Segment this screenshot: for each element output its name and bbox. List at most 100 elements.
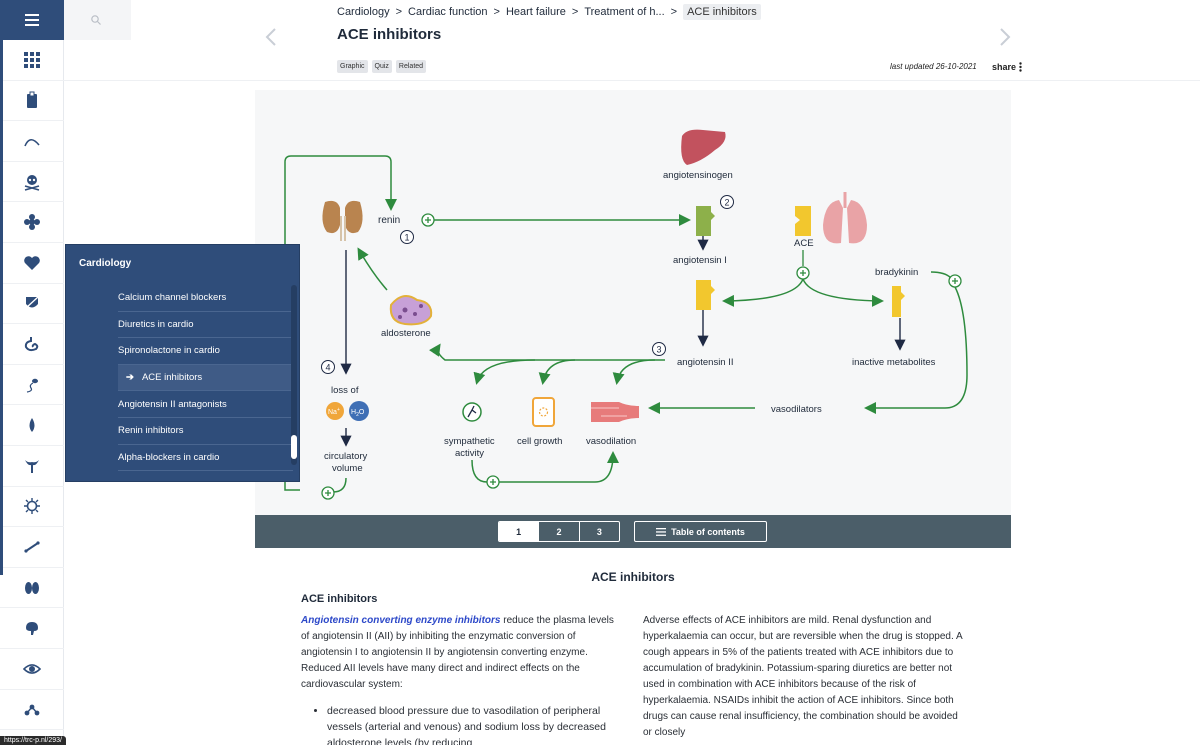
label-ace: ACE <box>794 238 814 249</box>
prev-page-icon[interactable] <box>264 28 278 46</box>
rail-item-drop[interactable] <box>0 405 64 446</box>
label-vasodilators: vasodilators <box>771 404 822 415</box>
share-label: share <box>992 62 1017 72</box>
label-aldosterone: aldosterone <box>381 328 431 339</box>
label-angiotensinogen: angiotensinogen <box>663 170 733 181</box>
breadcrumb-cardiac-function[interactable]: Cardiac function <box>408 6 488 18</box>
lungs-icon <box>823 192 867 244</box>
rail-item-clipboard[interactable] <box>0 81 64 122</box>
share-button[interactable]: share <box>992 62 1022 72</box>
breadcrumb-cardiology[interactable]: Cardiology <box>337 6 390 18</box>
curve-icon <box>24 138 40 147</box>
rail-active-accent <box>0 40 3 575</box>
water-molecule <box>349 401 369 421</box>
rail-item-kidney[interactable] <box>0 568 64 609</box>
menu-item-alpha-blockers[interactable]: Alpha-blockers in cardio <box>118 445 293 472</box>
cell-growth-icon <box>532 397 555 427</box>
angiotensin-ii-shape <box>696 280 715 310</box>
search-toggle[interactable] <box>64 0 131 40</box>
tag-related[interactable]: Related <box>395 60 427 73</box>
svg-text:Na+: Na+ <box>328 407 340 416</box>
article-column-right: Adverse effects of ACE inhibitors are mi… <box>643 615 963 738</box>
list-item: decreased blood pressure due to vasodila… <box>327 703 619 745</box>
arrow-right-icon: ➔ <box>126 372 134 384</box>
label-sympathetic: sympathetic <box>444 436 495 447</box>
intro-link[interactable]: Angiotensin converting enzyme inhibitors <box>301 615 501 626</box>
article-title: ACE inhibitors <box>591 570 675 584</box>
hamburger-icon <box>25 14 39 26</box>
next-page-icon[interactable] <box>998 28 1012 46</box>
tag-graphic[interactable]: Graphic <box>337 60 368 73</box>
tag-quiz[interactable]: Quiz <box>371 60 392 73</box>
rail-item-thyroid[interactable] <box>0 446 64 487</box>
hamburger-menu-button[interactable] <box>0 0 64 40</box>
rail-item-bone[interactable] <box>0 527 64 568</box>
status-url: https://trc-p.nl/293/ <box>0 736 66 745</box>
water-subscript: 2 <box>356 412 359 418</box>
last-updated: last updated 26-10-2021 <box>890 62 977 71</box>
rail-item-virus[interactable] <box>0 487 64 528</box>
rail-item-puzzle[interactable] <box>0 202 64 243</box>
table-of-contents-button[interactable]: Table of contents <box>634 521 767 542</box>
menu-item-ace-inhibitors[interactable]: ➔ ACE inhibitors <box>118 364 293 392</box>
breadcrumb-current: ACE inhibitors <box>683 4 761 20</box>
label-activity: activity <box>455 448 484 459</box>
menu-item-diuretics[interactable]: Diuretics in cardio <box>118 312 293 339</box>
page-button-1[interactable]: 1 <box>499 522 539 541</box>
search-icon <box>91 15 101 25</box>
menu-scrollbar-track[interactable] <box>291 285 297 465</box>
step-4-marker: 4 <box>326 363 331 373</box>
menu-item-calcium-channel-blockers[interactable]: Calcium channel blockers <box>118 285 293 312</box>
intro-text: reduce the plasma levels of angiotensin … <box>301 615 614 690</box>
skull-icon <box>24 174 40 191</box>
menu-item-spironolactone[interactable]: Spironolactone in cardio <box>118 338 293 365</box>
label-angiotensin-i: angiotensin I <box>673 255 727 266</box>
menu-item-angiotensin-ii-antagonists[interactable]: Angiotensin II antagonists <box>118 391 293 418</box>
shield-icon <box>25 296 39 309</box>
grid-icon <box>24 51 40 68</box>
page-selector: 1 2 3 <box>498 521 620 542</box>
rail-item-heart[interactable] <box>0 243 64 284</box>
label-angiotensin-ii: angiotensin II <box>677 357 734 368</box>
step-3-marker: 3 <box>657 345 662 355</box>
angiotensinogen-shape <box>696 206 715 236</box>
eye-icon <box>23 663 41 674</box>
rail-item-shield[interactable] <box>0 284 64 325</box>
rail-item-molecule[interactable] <box>0 690 64 731</box>
sodium-ion <box>326 402 344 420</box>
virus-icon <box>24 498 40 515</box>
rail-item-sperm[interactable] <box>0 365 64 406</box>
article-column-left: Angiotensin converting enzyme inhibitors… <box>301 613 619 745</box>
water-h-label: H <box>351 409 356 416</box>
kidney-icon <box>322 200 363 241</box>
page-button-2[interactable]: 2 <box>538 522 578 541</box>
rail-item-brain[interactable] <box>0 608 64 649</box>
sodium-label: Na <box>328 409 337 416</box>
label-circulatory: circulatory <box>324 451 368 462</box>
breadcrumb-separator: > <box>395 6 403 18</box>
rail-item-grid[interactable] <box>0 40 64 81</box>
water-o-label: O <box>359 409 365 416</box>
label-inactive-metabolites: inactive metabolites <box>852 357 936 368</box>
puzzle-icon <box>24 214 40 231</box>
rail-item-skull[interactable] <box>0 162 64 203</box>
step-2-marker: 2 <box>725 198 730 208</box>
breadcrumb-treatment[interactable]: Treatment of h... <box>584 6 665 18</box>
breadcrumb-heart-failure[interactable]: Heart failure <box>505 6 566 18</box>
rail-item-eye[interactable] <box>0 649 64 690</box>
menu-item-renin-inhibitors[interactable]: Renin inhibitors <box>118 418 293 445</box>
bone-icon <box>24 541 40 553</box>
vessel-icon <box>591 402 639 422</box>
rail-item-stomach[interactable] <box>0 324 64 365</box>
menu-title: Cardiology <box>79 258 132 269</box>
left-rail <box>0 0 64 745</box>
adrenal-gland-icon <box>389 295 433 326</box>
menu-scrollbar-thumb[interactable] <box>291 435 297 459</box>
kidney-icon <box>25 581 39 594</box>
page-button-3[interactable]: 3 <box>578 522 619 541</box>
thyroid-icon <box>25 459 39 473</box>
stomach-icon <box>24 336 39 352</box>
rail-item-curve[interactable] <box>0 121 64 162</box>
list-icon <box>656 527 667 536</box>
